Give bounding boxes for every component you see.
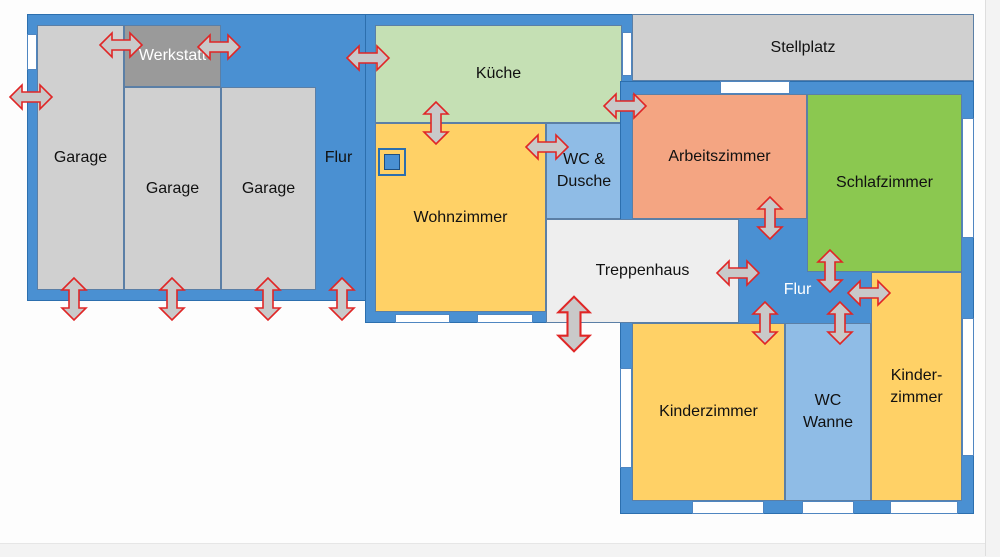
room-flur-right-label: Flur [783,281,812,298]
window-kinderzimmer-2-right [962,318,974,456]
window-garage-left [27,34,37,70]
double-arrow-icon [9,84,53,110]
room-garage-1: Garage [37,25,124,290]
double-arrow-icon [329,277,355,321]
fireplace-opening [384,154,400,170]
double-arrow-icon [197,34,241,60]
room-wohnzimmer-label: Wohnzimmer [413,208,508,226]
window-schlafzimmer-right [962,118,974,238]
window-kinderzimmer-2-bottom [890,501,958,514]
area-stellplatz-label: Stellplatz [770,38,836,56]
area-stellplatz: Stellplatz [632,14,974,81]
room-garage-3-label: Garage [241,179,296,197]
room-wc-dusche-label: WC & Dusche [556,151,612,190]
double-arrow-icon [603,93,647,119]
window-kinderzimmer-1-bottom [692,501,764,514]
double-arrow-icon [61,277,87,321]
room-garage-2-label: Garage [145,179,200,197]
canvas-bottom-edge [0,543,1000,557]
window-wc-wanne-bottom [802,501,854,514]
double-arrow-icon [817,249,843,293]
room-kueche: Küche [375,25,622,123]
room-treppenhaus-label: Treppenhaus [595,262,690,280]
room-kinderzimmer-1: Kinderzimmer [632,323,785,501]
window-kueche-right [622,32,632,76]
double-arrow-icon [255,277,281,321]
window-wohnzimmer-2 [477,314,533,323]
window-kinderzimmer-1-left [620,368,632,468]
window-arbeitszimmer-top [720,81,790,94]
room-garage-1-label: Garage [53,148,108,166]
room-werkstatt-label: Werkstatt [138,47,207,65]
double-arrow-icon [525,134,569,160]
double-arrow-icon [557,295,591,353]
room-arbeitszimmer: Arbeitszimmer [632,94,807,219]
room-wc-wanne: WC Wanne [785,323,871,501]
double-arrow-icon [716,260,760,286]
double-arrow-icon [827,301,853,345]
double-arrow-icon [159,277,185,321]
room-kinderzimmer-2-label: Kinder- zimmer [890,366,943,406]
room-kueche-label: Küche [475,65,522,83]
double-arrow-icon [847,280,891,306]
double-arrow-icon [752,301,778,345]
window-wohnzimmer-1 [395,314,450,323]
room-wc-dusche: WC & Dusche [546,123,622,219]
room-werkstatt: Werkstatt [124,25,221,87]
room-kinderzimmer-1-label: Kinderzimmer [659,403,758,421]
room-schlafzimmer: Schlafzimmer [807,94,962,272]
room-arbeitszimmer-label: Arbeitszimmer [668,147,771,165]
room-flur-left: Flur [316,90,361,225]
room-flur-left-label: Flur [324,148,353,166]
fireplace-icon [378,148,406,176]
room-flur-right: Flur [770,275,825,305]
room-garage-3: Garage [221,87,316,290]
canvas-right-edge [985,0,1000,556]
double-arrow-icon [99,32,143,58]
room-kinderzimmer-2: Kinder- zimmer [871,272,962,501]
double-arrow-icon [346,45,390,71]
double-arrow-icon [423,101,449,145]
double-arrow-icon [757,196,783,240]
room-schlafzimmer-label: Schlafzimmer [836,174,933,192]
room-garage-2: Garage [124,87,221,290]
room-wc-wanne-label: WC Wanne [802,392,854,431]
